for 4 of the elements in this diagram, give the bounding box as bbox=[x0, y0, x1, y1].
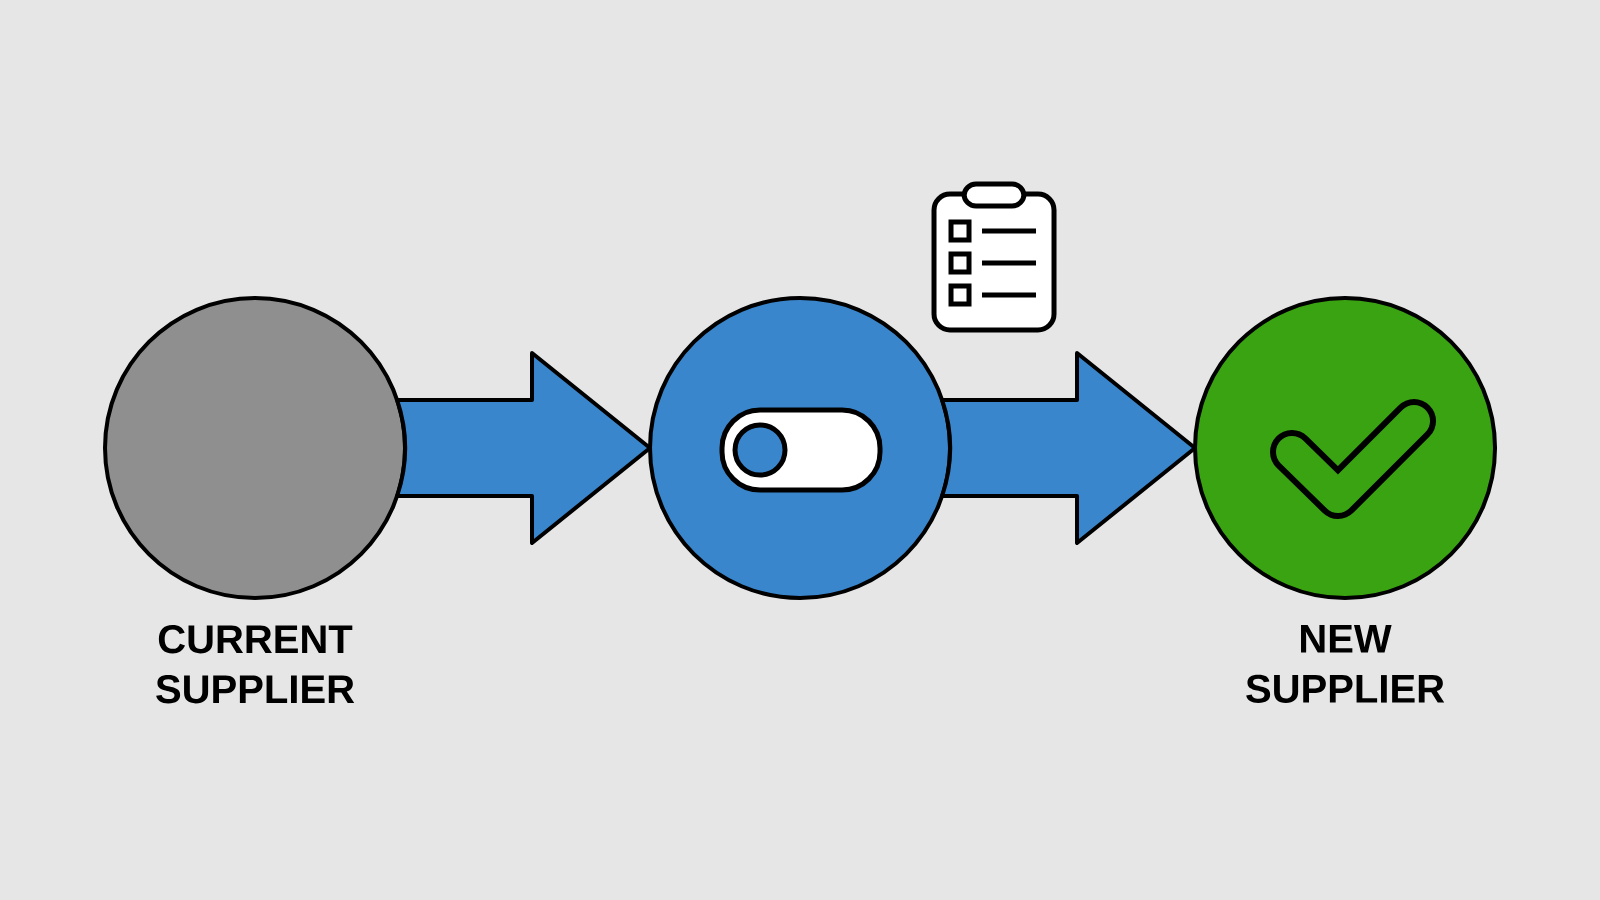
node-label: NEW SUPPLIER bbox=[1246, 625, 1445, 703]
block-arrow bbox=[940, 351, 1197, 545]
block-arrow bbox=[395, 351, 652, 545]
node-label: CURRENT SUPPLIER bbox=[156, 625, 355, 704]
